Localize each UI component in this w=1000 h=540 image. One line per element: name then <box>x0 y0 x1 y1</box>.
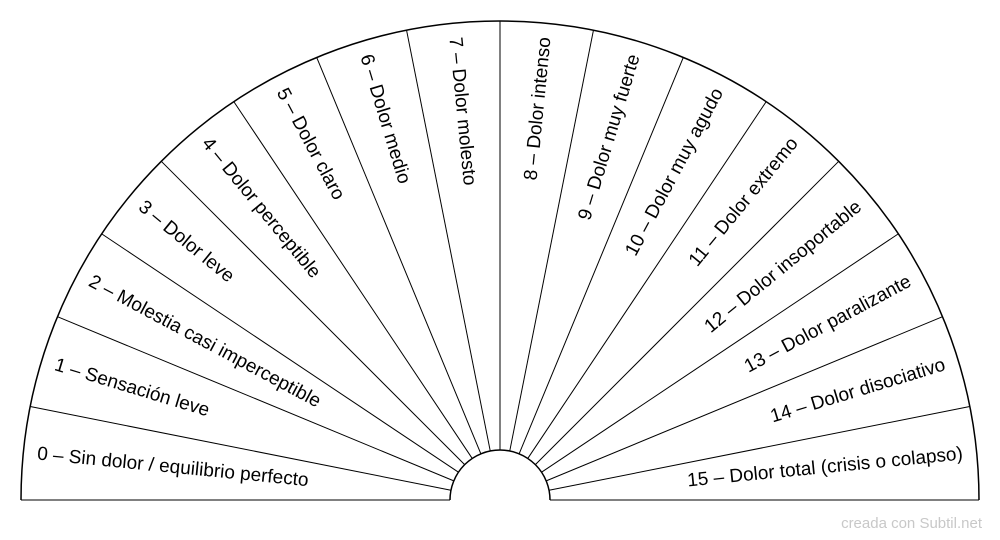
footer-credit: creada con Subtil.net <box>841 515 982 532</box>
sector-divider <box>160 160 465 465</box>
sector-label-0: 0 – Sin dolor / equilibrio perfecto <box>36 443 309 491</box>
sector-label-9: 9 – Dolor muy fuerte <box>575 52 645 223</box>
sector-divider <box>406 30 491 452</box>
sector-label-15: 15 – Dolor total (crisis o colapso) <box>686 443 963 491</box>
sector-divider <box>57 316 454 482</box>
sector-divider <box>509 30 594 452</box>
sector-divider <box>527 101 767 459</box>
sector-label-6: 6 – Dolor medio <box>355 52 414 186</box>
sector-divider <box>546 316 943 482</box>
sector-divider <box>548 406 970 491</box>
sector-label-3: 3 – Dolor leve <box>134 197 238 288</box>
inner-arc <box>449 449 551 501</box>
sector-divider <box>541 233 899 473</box>
sector-label-1: 1 – Sensación leve <box>52 355 212 422</box>
sector-label-5: 5 – Dolor claro <box>272 85 349 204</box>
sector-label-11: 11 – Dolor extremo <box>685 134 803 271</box>
sector-divider <box>233 101 473 459</box>
sector-label-8: 8 – Dolor intenso <box>521 36 556 181</box>
sector-divider <box>101 233 459 473</box>
sector-label-7: 7 – Dolor molesto <box>444 36 479 186</box>
sector-divider <box>316 57 482 454</box>
sector-divider <box>518 57 684 454</box>
sector-divider <box>535 160 840 465</box>
sector-divider <box>30 406 452 491</box>
